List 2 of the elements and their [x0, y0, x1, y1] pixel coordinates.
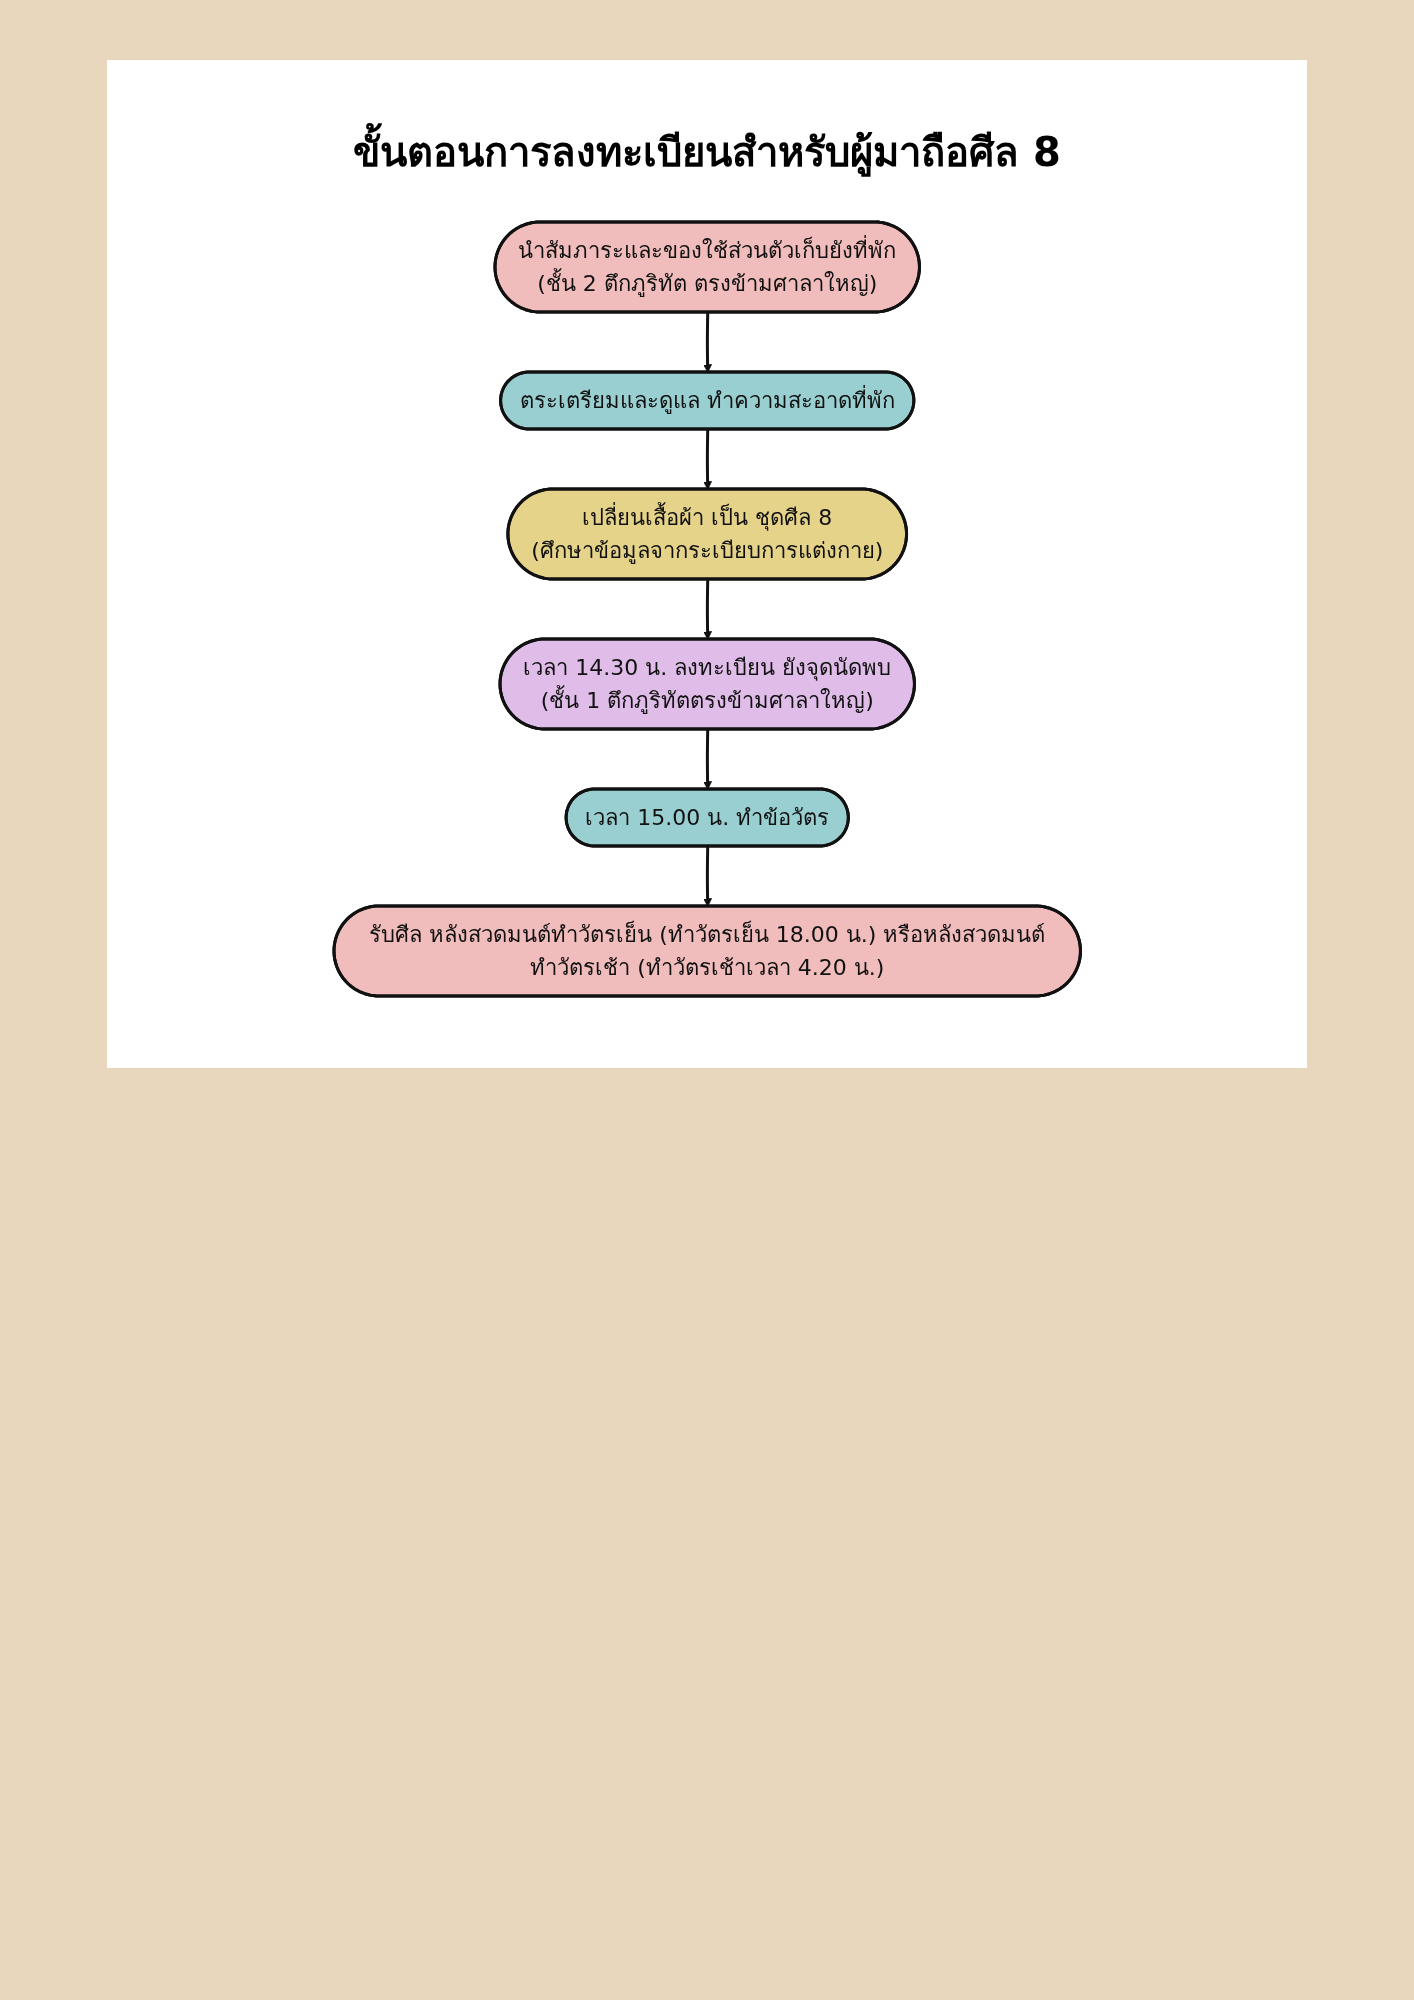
diagram-title: ขั้นตอนการลงทะเบียนสำหรับผู้มาถือศีล 8: [107, 120, 1307, 184]
arrow: [702, 312, 712, 373]
